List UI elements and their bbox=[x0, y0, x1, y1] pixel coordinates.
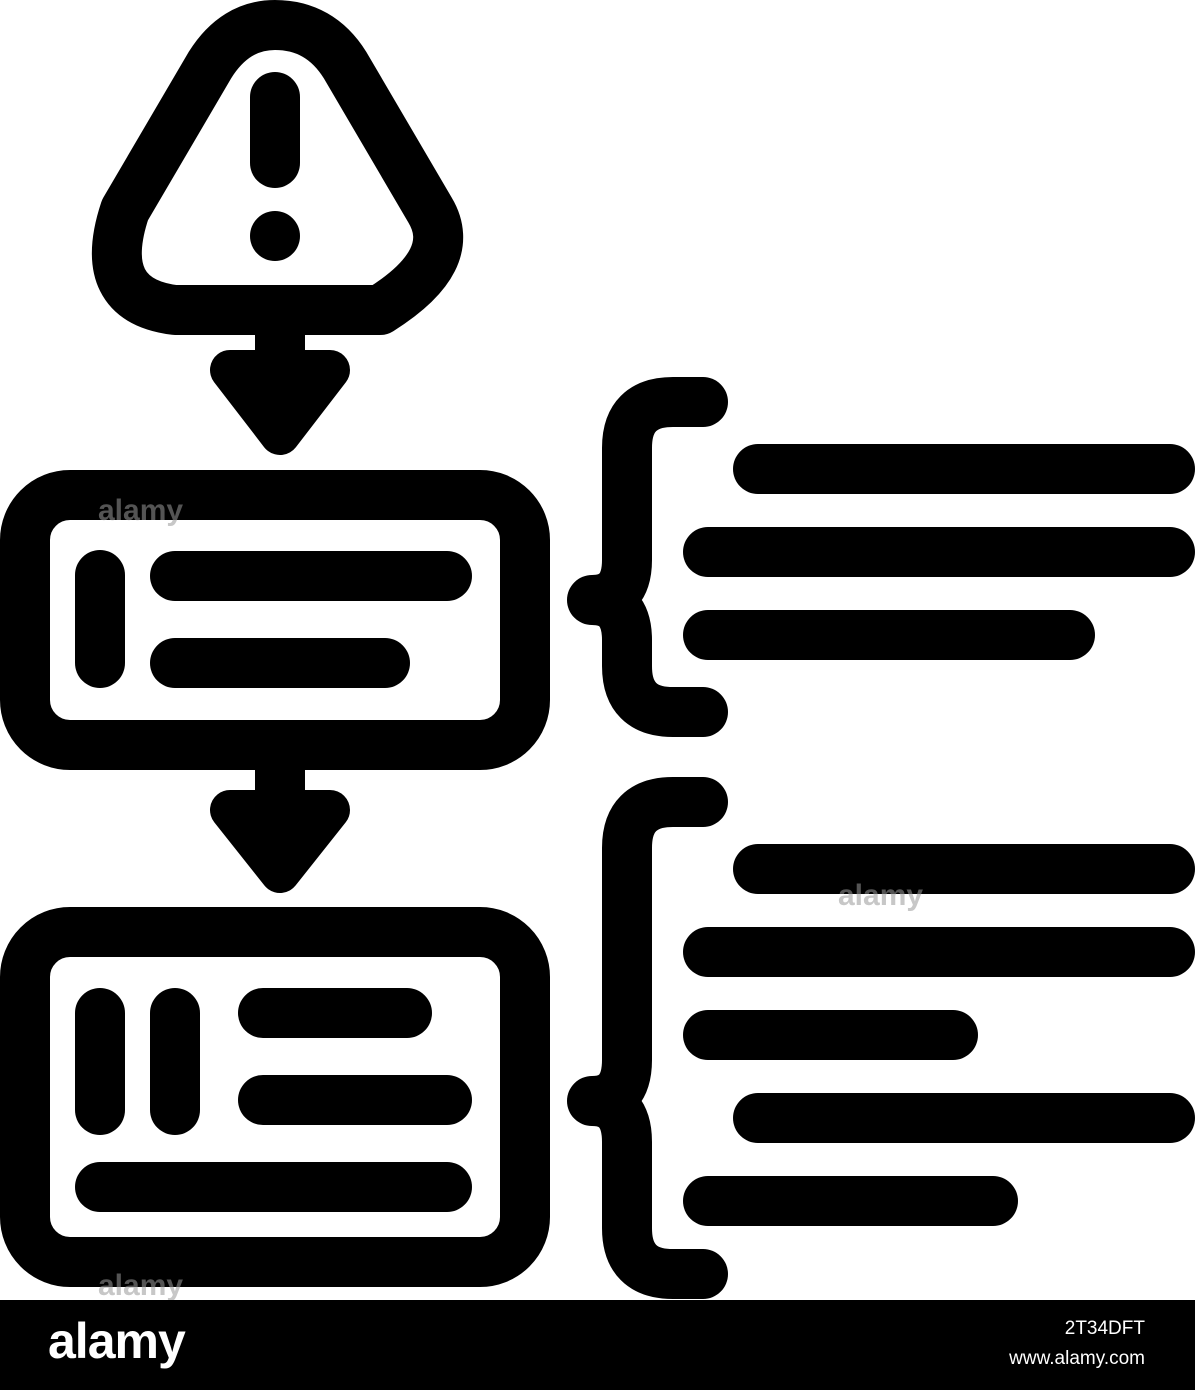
watermark: alamy alamy alamy bbox=[98, 494, 923, 1300]
curly-brace bbox=[567, 777, 728, 1299]
text-lines-top bbox=[683, 444, 1195, 660]
watermark-text: alamy bbox=[838, 879, 923, 912]
flow-box-top bbox=[0, 470, 550, 770]
workflow-issue-icon: alamy alamy alamy bbox=[0, 0, 1195, 1300]
exclamation-dot bbox=[250, 211, 300, 261]
image-id-label: 2T34DFT bbox=[1064, 1318, 1145, 1339]
watermark-text: alamy bbox=[98, 1269, 183, 1300]
footer-bar: alamy 2T34DFT www.alamy.com bbox=[0, 1300, 1195, 1390]
watermark-text: alamy bbox=[98, 494, 183, 527]
site-label: www.alamy.com bbox=[1009, 1348, 1145, 1369]
flow-box-bottom bbox=[0, 907, 550, 1287]
curly-brace bbox=[567, 377, 728, 737]
warning-triangle-icon bbox=[91, 0, 464, 335]
down-arrow-icon bbox=[210, 330, 350, 455]
down-arrow-icon bbox=[210, 765, 350, 893]
text-lines-bottom bbox=[683, 844, 1195, 1226]
brand-logo: alamy bbox=[48, 1313, 186, 1369]
